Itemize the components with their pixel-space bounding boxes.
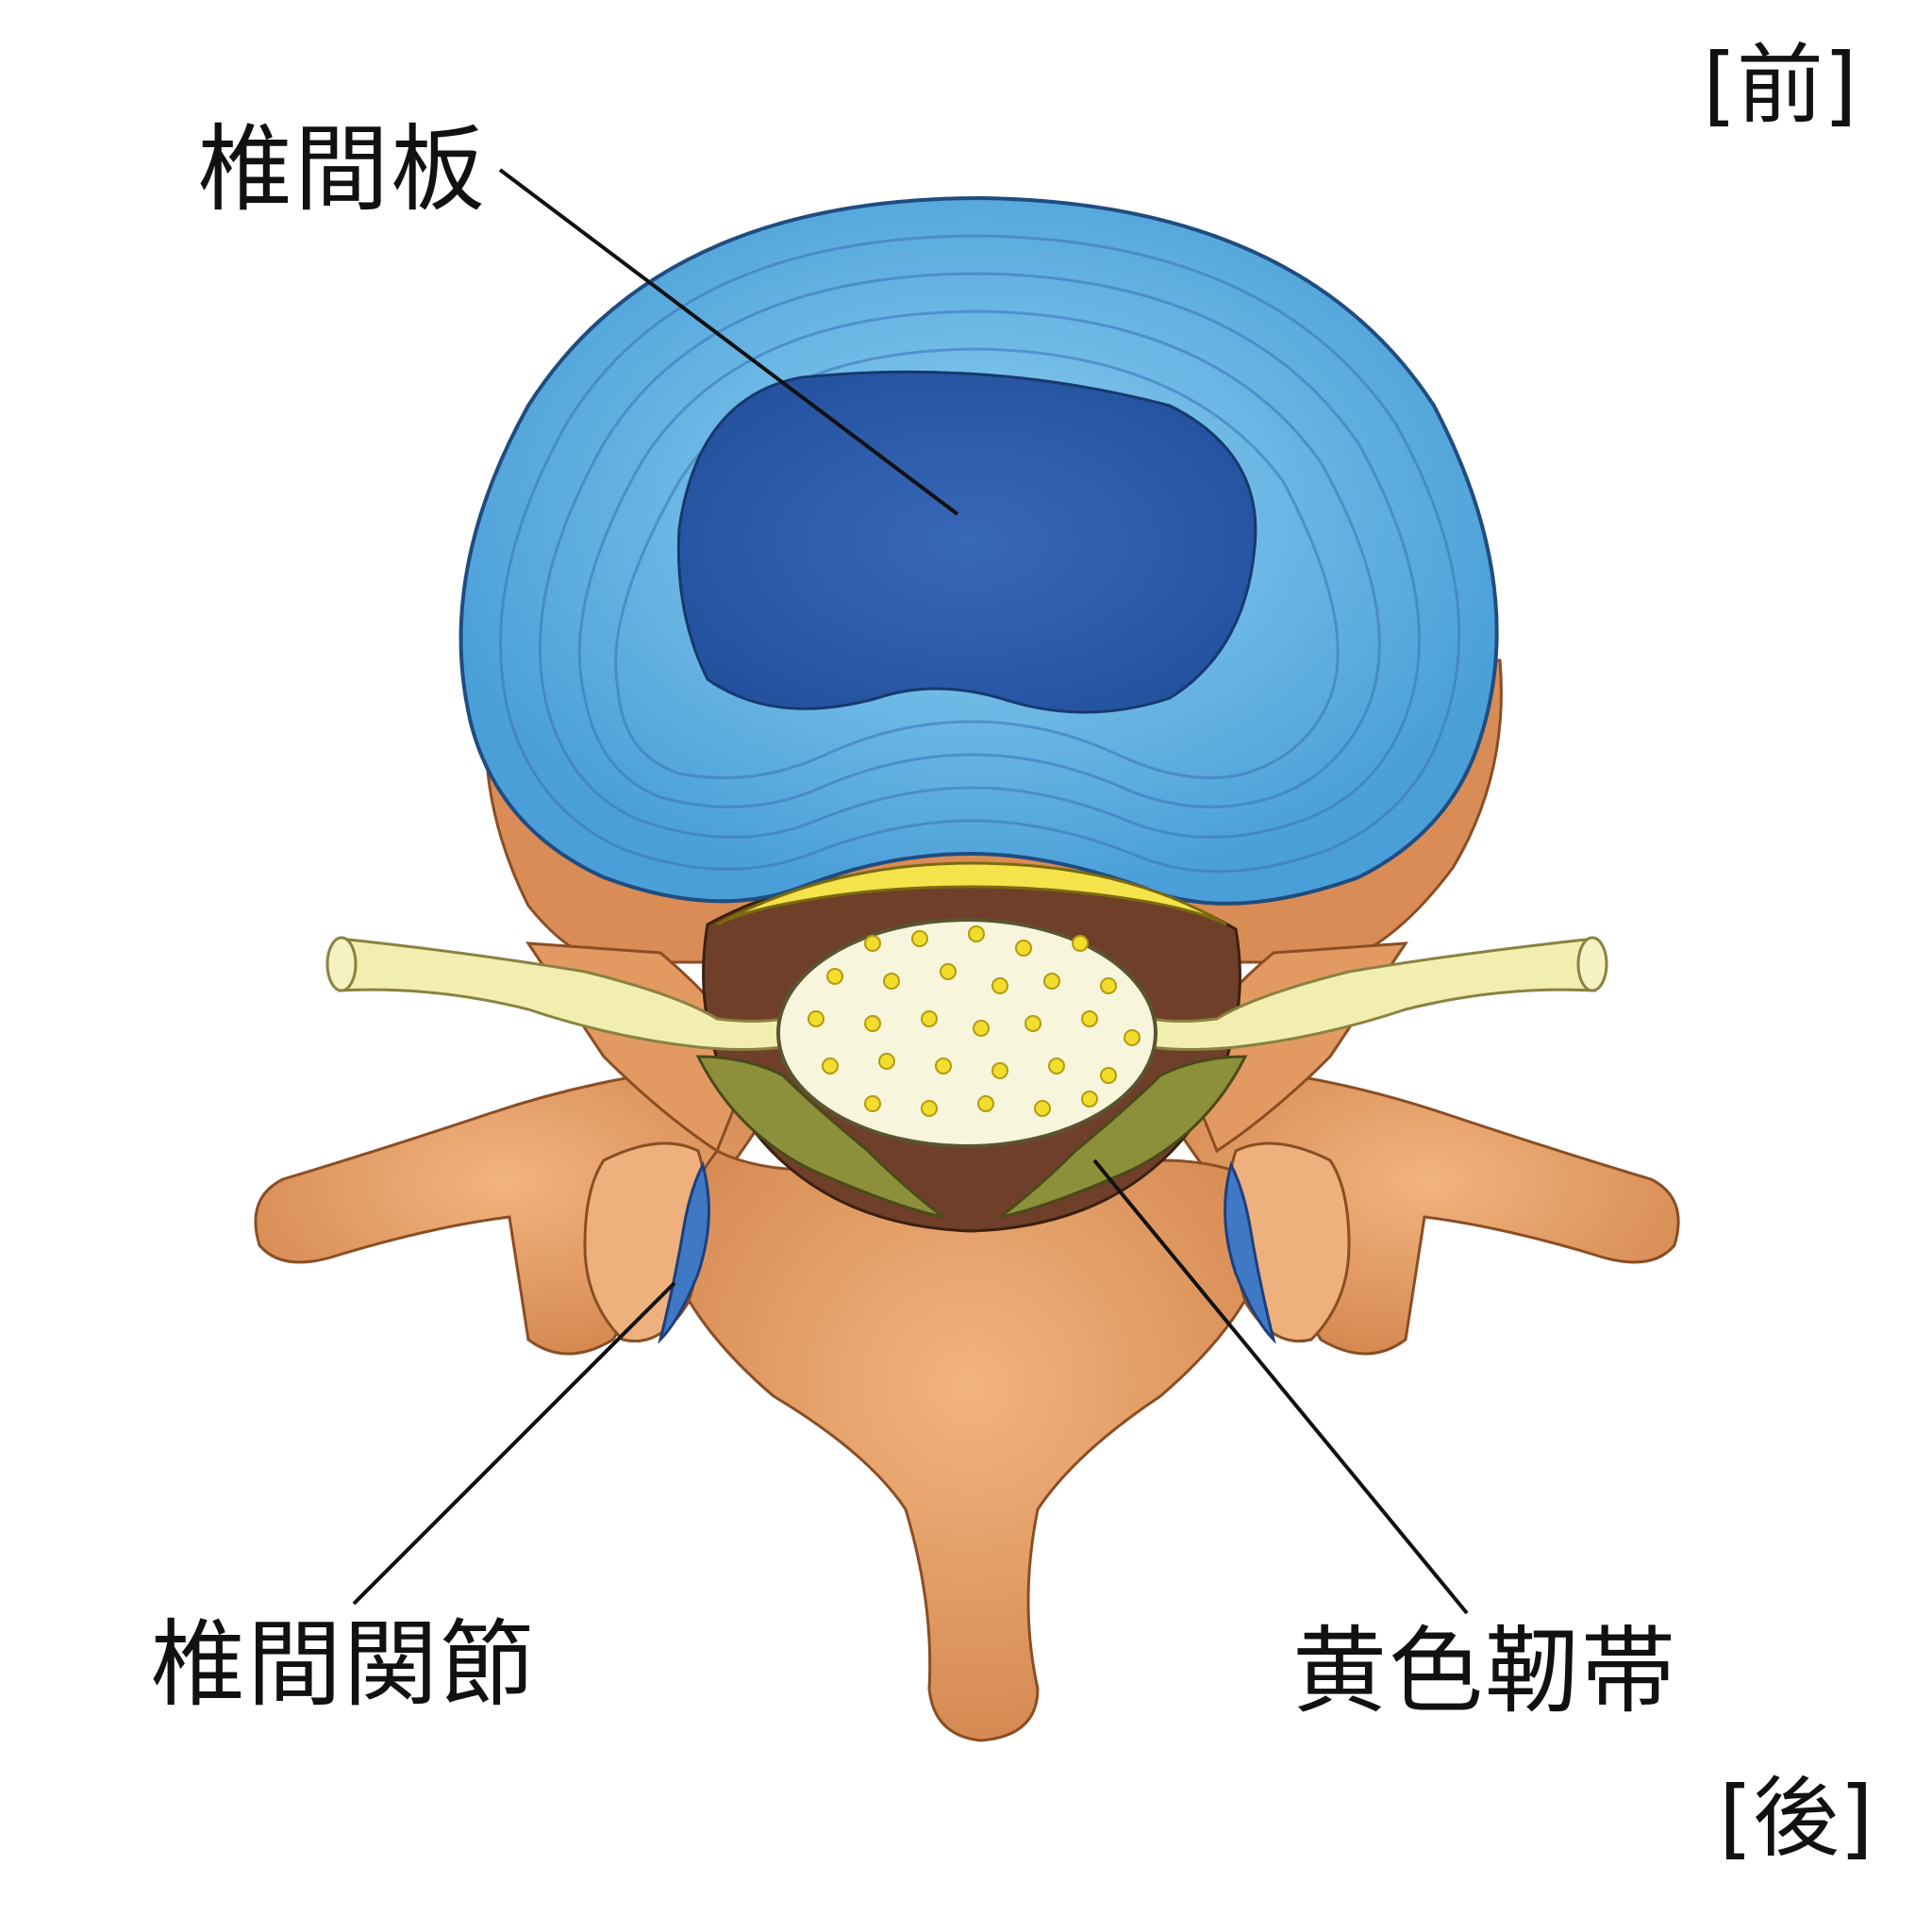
facet-cartilage-left <box>658 1160 710 1344</box>
dural-sac <box>776 918 1158 1148</box>
facet-cartilage-right <box>1224 1160 1276 1344</box>
nucleus-pulposus <box>676 370 1257 714</box>
label-facet-joint: 椎間関節 <box>151 1609 536 1720</box>
lamina-and-spinous-process <box>673 1149 1266 1742</box>
orientation-back-label: [後] <box>1719 1768 1874 1869</box>
leader-lines <box>352 168 1469 1615</box>
annulus-rings <box>499 234 1461 874</box>
orientation-front-label: [前] <box>1703 35 1857 136</box>
spinal-cord <box>776 918 1158 1148</box>
nerve-root-right-end <box>1576 936 1608 992</box>
label-disc: 椎間板 <box>198 114 487 225</box>
leader-line-disc <box>498 168 959 516</box>
ligamentum-flavum <box>695 1055 1248 1219</box>
leader-line-flavum <box>1092 1158 1469 1615</box>
facet-joint-cartilage <box>658 1160 1276 1344</box>
ligamentum-flavum-right <box>999 1055 1248 1219</box>
intervertebral-disc <box>458 195 1499 906</box>
ligamentum-flavum-left <box>695 1055 944 1219</box>
leader-line-facet <box>352 1281 676 1606</box>
cauda-equina-fibers <box>808 925 1141 1117</box>
posterior-longitudinal-ligament <box>716 861 1227 926</box>
label-ligamentum-flavum: 黄色靭帯 <box>1292 1616 1677 1726</box>
nerve-root-left-end <box>325 936 358 992</box>
